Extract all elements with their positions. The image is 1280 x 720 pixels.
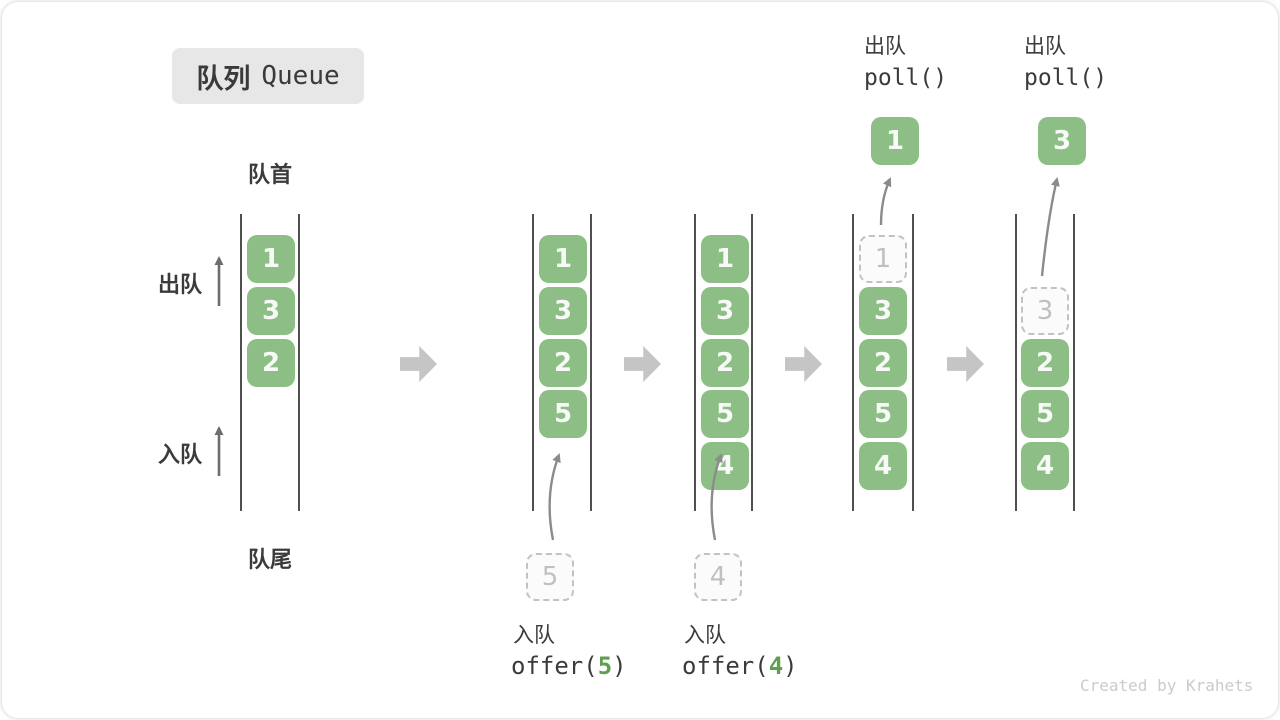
dequeue2-label: 出队 bbox=[1024, 34, 1066, 58]
enqueue4-fn: offer( bbox=[682, 652, 769, 680]
enqueue5-close: ) bbox=[612, 652, 627, 680]
watermark: Created by Krahets bbox=[1080, 676, 1254, 695]
transition-arrow-icon bbox=[400, 346, 437, 382]
transition-arrow-icon bbox=[785, 346, 822, 382]
queue4-cell: 4 bbox=[859, 442, 907, 490]
queue3-left-wall bbox=[694, 214, 696, 511]
queue1-right-wall bbox=[298, 214, 300, 511]
queue5-right-wall bbox=[1073, 214, 1075, 511]
enqueue4-arg: 4 bbox=[768, 652, 784, 680]
queue4-cell: 5 bbox=[859, 390, 907, 438]
queue3-cell: 4 bbox=[701, 442, 749, 490]
label-enqueue-side: 入队 bbox=[157, 443, 202, 468]
queue5-cell: 5 bbox=[1021, 390, 1069, 438]
queue2-left-wall bbox=[532, 214, 534, 511]
enqueue5-arrow-icon bbox=[548, 453, 561, 541]
enqueue4-close: ) bbox=[783, 652, 798, 680]
queue3-right-wall bbox=[751, 214, 753, 511]
queue1-cell: 3 bbox=[247, 287, 295, 335]
queue4-cell: 3 bbox=[859, 287, 907, 335]
transition-arrow-icon bbox=[947, 346, 984, 382]
queue5-cell: 4 bbox=[1021, 442, 1069, 490]
queue2-incoming-cell: 5 bbox=[526, 553, 574, 601]
enqueue5-code: offer(5) bbox=[511, 652, 627, 680]
title-badge: 队列 Queue bbox=[172, 48, 364, 104]
queue4-right-wall bbox=[912, 214, 914, 511]
queue3-cell: 3 bbox=[701, 287, 749, 335]
enqueue4-code: offer(4) bbox=[682, 652, 798, 680]
queue5-polled-cell: 3 bbox=[1038, 117, 1086, 165]
queue2-cell: 3 bbox=[539, 287, 587, 335]
queue3-incoming-cell: 4 bbox=[694, 553, 742, 601]
queue3-cell: 1 bbox=[701, 235, 749, 283]
queue4-removed-cell: 1 bbox=[859, 235, 907, 283]
dequeue2-code: poll() bbox=[1024, 65, 1108, 91]
queue3-cell: 5 bbox=[701, 390, 749, 438]
label-queue-front: 队首 bbox=[247, 163, 292, 188]
queue1-cell: 1 bbox=[247, 235, 295, 283]
queue4-left-wall bbox=[852, 214, 854, 511]
dequeue1-label: 出队 bbox=[864, 34, 906, 58]
label-queue-rear: 队尾 bbox=[247, 548, 292, 573]
queue2-cell: 2 bbox=[539, 339, 587, 387]
queue3-cell: 2 bbox=[701, 339, 749, 387]
transition-arrow-icon bbox=[624, 346, 661, 382]
queue1-left-wall bbox=[240, 214, 242, 511]
queue5-left-wall bbox=[1015, 214, 1017, 511]
poll1-arrow-icon bbox=[879, 177, 892, 226]
queue2-cell: 5 bbox=[539, 390, 587, 438]
enqueue5-arg: 5 bbox=[597, 652, 613, 680]
queue4-cell: 2 bbox=[859, 339, 907, 387]
queue4-polled-cell: 1 bbox=[871, 117, 919, 165]
queue5-removed-cell: 3 bbox=[1021, 287, 1069, 335]
queue2-right-wall bbox=[590, 214, 592, 511]
queue5-cell: 2 bbox=[1021, 339, 1069, 387]
label-dequeue-side: 出队 bbox=[157, 273, 202, 298]
title-zh: 队列 bbox=[196, 63, 251, 95]
title-en: Queue bbox=[261, 61, 340, 91]
enqueue4-label: 入队 bbox=[684, 623, 726, 647]
queue2-cell: 1 bbox=[539, 235, 587, 283]
dequeue1-code: poll() bbox=[864, 65, 948, 91]
enqueue5-fn: offer( bbox=[511, 652, 598, 680]
queue1-cell: 2 bbox=[247, 339, 295, 387]
poll3-arrow-icon bbox=[1040, 177, 1060, 277]
enqueue5-label: 入队 bbox=[513, 623, 555, 647]
